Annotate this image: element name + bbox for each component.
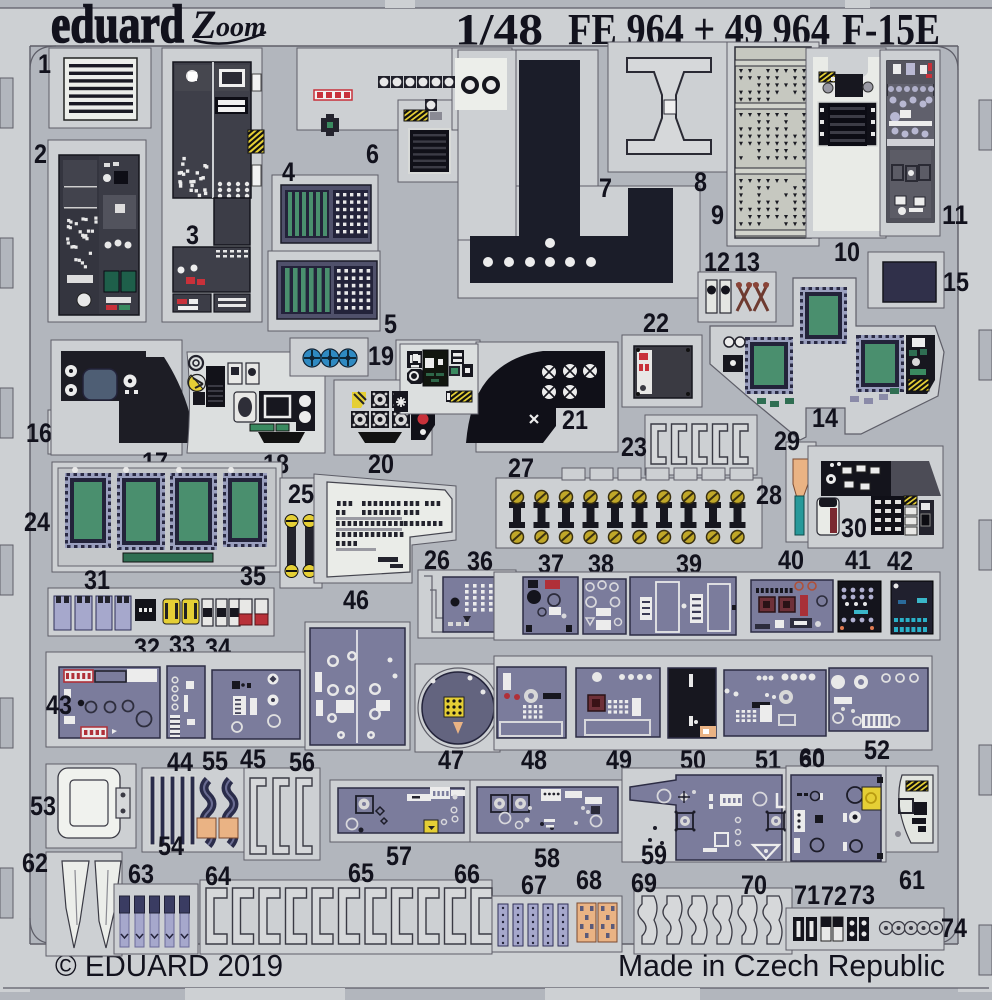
- svg-text:61: 61: [899, 865, 925, 895]
- svg-text:21: 21: [562, 405, 588, 435]
- svg-text:62: 62: [22, 848, 48, 878]
- svg-text:13: 13: [734, 247, 760, 277]
- svg-text:56: 56: [289, 747, 315, 777]
- svg-text:oom: oom: [216, 11, 266, 43]
- svg-text:5: 5: [384, 309, 397, 339]
- svg-text:14: 14: [812, 403, 838, 433]
- svg-text:74: 74: [941, 913, 967, 943]
- svg-text:24: 24: [24, 507, 50, 537]
- svg-text:65: 65: [348, 858, 374, 888]
- svg-text:54: 54: [158, 831, 184, 861]
- svg-text:59: 59: [641, 840, 667, 870]
- svg-text:72: 72: [821, 881, 847, 911]
- svg-text:44: 44: [167, 747, 193, 777]
- svg-text:9: 9: [711, 200, 724, 230]
- svg-text:52: 52: [864, 735, 890, 765]
- svg-text:71: 71: [794, 880, 820, 910]
- svg-text:68: 68: [576, 865, 602, 895]
- svg-text:22: 22: [643, 308, 669, 338]
- svg-text:70: 70: [741, 870, 767, 900]
- svg-text:2: 2: [34, 139, 47, 169]
- svg-text:55: 55: [202, 746, 228, 776]
- svg-text:69: 69: [631, 868, 657, 898]
- svg-text:F-15E: F-15E: [842, 5, 940, 54]
- svg-text:10: 10: [834, 237, 860, 267]
- svg-text:53: 53: [30, 791, 56, 821]
- svg-text:28: 28: [756, 480, 782, 510]
- svg-text:23: 23: [621, 432, 647, 462]
- svg-text:6: 6: [366, 139, 379, 169]
- svg-text:58: 58: [534, 843, 560, 873]
- svg-text:3: 3: [186, 220, 199, 250]
- svg-text:8: 8: [694, 167, 707, 197]
- svg-text:60: 60: [799, 743, 825, 773]
- svg-text:19: 19: [368, 341, 394, 371]
- svg-text:26: 26: [424, 545, 450, 575]
- svg-text:57: 57: [386, 841, 412, 871]
- svg-text:11: 11: [942, 200, 968, 230]
- svg-text:45: 45: [240, 744, 266, 774]
- svg-text:4: 4: [282, 157, 295, 187]
- svg-text:1/48: 1/48: [455, 5, 543, 54]
- svg-text:63: 63: [128, 859, 154, 889]
- svg-text:36: 36: [467, 546, 493, 576]
- svg-text:42: 42: [887, 546, 913, 576]
- svg-text:41: 41: [845, 545, 871, 575]
- svg-text:30: 30: [841, 513, 867, 543]
- svg-text:25: 25: [288, 479, 314, 509]
- svg-text:20: 20: [368, 449, 394, 479]
- svg-text:67: 67: [521, 870, 547, 900]
- svg-text:40: 40: [778, 545, 804, 575]
- svg-text:12: 12: [704, 247, 730, 277]
- svg-text:15: 15: [943, 267, 969, 297]
- svg-text:46: 46: [343, 585, 369, 615]
- svg-text:1: 1: [38, 49, 51, 79]
- svg-text:29: 29: [774, 426, 800, 456]
- svg-text:66: 66: [454, 859, 480, 889]
- svg-text:64: 64: [205, 861, 231, 891]
- svg-text:73: 73: [849, 880, 875, 910]
- svg-text:7: 7: [599, 173, 612, 203]
- svg-text:31: 31: [84, 565, 110, 595]
- svg-text:48: 48: [521, 745, 547, 775]
- svg-text:eduard: eduard: [51, 0, 184, 54]
- svg-text:47: 47: [438, 745, 464, 775]
- svg-text:16: 16: [26, 418, 52, 448]
- svg-text:35: 35: [240, 561, 266, 591]
- svg-text:43: 43: [46, 690, 72, 720]
